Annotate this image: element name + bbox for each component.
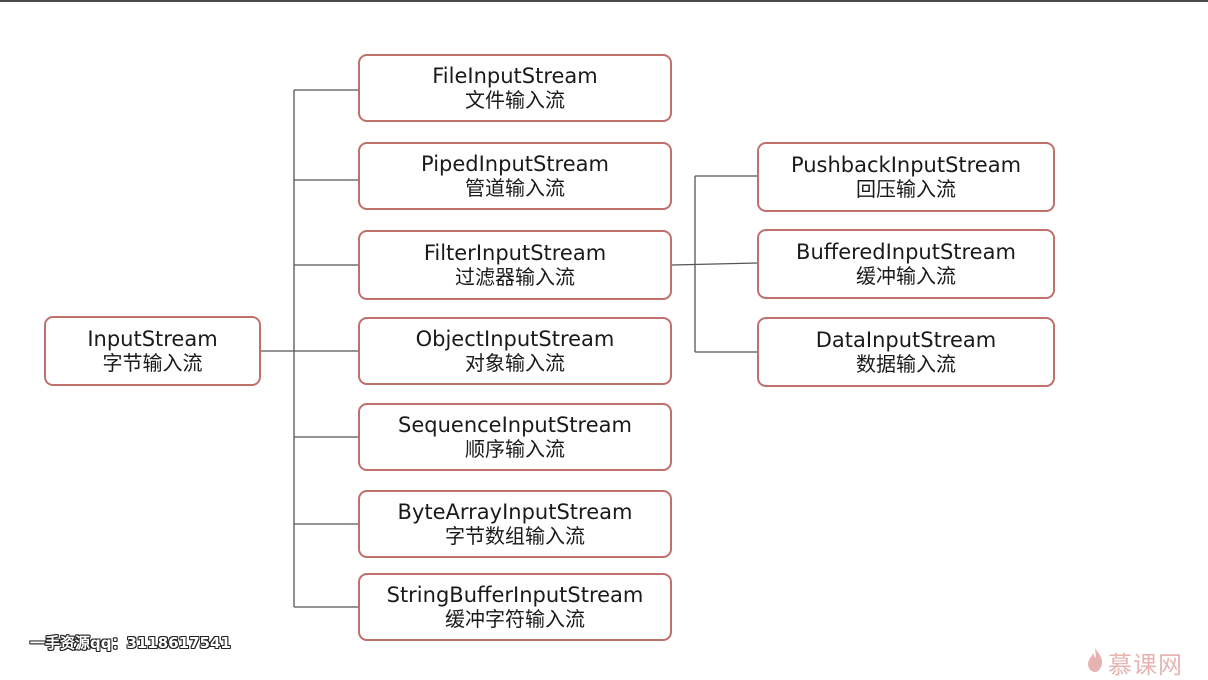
node-desc: 过滤器输入流 bbox=[455, 264, 575, 289]
node-desc: 顺序输入流 bbox=[465, 436, 565, 461]
node-pushbackinputstream: PushbackInputStream 回压输入流 bbox=[757, 142, 1055, 212]
node-name: SequenceInputStream bbox=[398, 412, 632, 437]
site-logo: 慕课网 bbox=[1086, 645, 1183, 679]
node-name: StringBufferInputStream bbox=[386, 582, 644, 607]
watermark-text: 一手资源qq：3118617541 bbox=[30, 634, 231, 652]
node-desc: 回压输入流 bbox=[856, 176, 956, 201]
node-bufferedinputstream: BufferedInputStream 缓冲输入流 bbox=[757, 229, 1055, 299]
node-name: ByteArrayInputStream bbox=[397, 499, 633, 524]
node-pipedinputstream: PipedInputStream 管道输入流 bbox=[358, 142, 672, 210]
node-name: FilterInputStream bbox=[423, 240, 607, 265]
node-desc: 管道输入流 bbox=[465, 175, 565, 200]
node-desc: 数据输入流 bbox=[856, 351, 956, 376]
node-desc: 字节数组输入流 bbox=[445, 523, 585, 548]
filter-connector bbox=[671, 262, 758, 266]
node-name: DataInputStream bbox=[815, 327, 997, 352]
logo-text: 慕课网 bbox=[1108, 650, 1183, 679]
node-stringbufferinputstream: StringBufferInputStream 缓冲字符输入流 bbox=[358, 573, 672, 641]
node-name: BufferedInputStream bbox=[796, 239, 1016, 264]
node-inputstream: InputStream 字节输入流 bbox=[44, 316, 261, 386]
node-desc: 对象输入流 bbox=[465, 350, 565, 375]
node-desc: 缓冲字符输入流 bbox=[445, 606, 585, 631]
node-bytearrayinputstream: ByteArrayInputStream 字节数组输入流 bbox=[358, 490, 672, 558]
node-desc: 字节输入流 bbox=[102, 350, 203, 375]
node-sequenceinputstream: SequenceInputStream 顺序输入流 bbox=[358, 403, 672, 471]
node-name: PushbackInputStream bbox=[790, 152, 1022, 177]
top-border bbox=[0, 0, 1208, 2]
node-desc: 文件输入流 bbox=[465, 87, 565, 112]
node-fileinputstream: FileInputStream 文件输入流 bbox=[358, 54, 672, 122]
node-objectinputstream: ObjectInputStream 对象输入流 bbox=[358, 317, 672, 385]
node-datainputstream: DataInputStream 数据输入流 bbox=[757, 317, 1055, 387]
node-name: PipedInputStream bbox=[421, 151, 609, 176]
flame-icon bbox=[1086, 647, 1104, 677]
node-name: ObjectInputStream bbox=[415, 326, 615, 351]
node-desc: 缓冲输入流 bbox=[856, 263, 956, 288]
node-filterinputstream: FilterInputStream 过滤器输入流 bbox=[358, 230, 672, 300]
node-name: InputStream bbox=[87, 326, 218, 351]
node-name: FileInputStream bbox=[432, 63, 598, 88]
